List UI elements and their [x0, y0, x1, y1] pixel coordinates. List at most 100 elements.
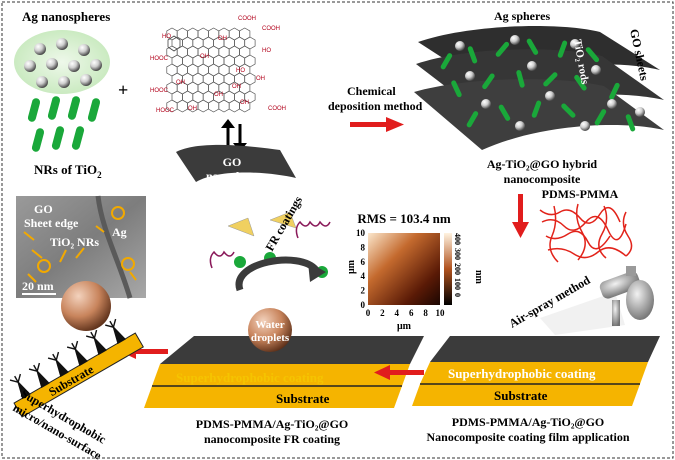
nano-hair [85, 335, 95, 339]
label-go: GO [223, 155, 242, 169]
go-functional-group: OH [218, 36, 227, 42]
go-functional-group: HOOC [150, 88, 169, 94]
afm-y-tick: 0 [361, 300, 366, 310]
go-functional-group: HOOC [150, 56, 169, 62]
hybrid-ag-spheres [455, 35, 645, 131]
nano-hair [36, 362, 41, 372]
nano-hair [93, 329, 98, 339]
go-functional-group: OH [200, 54, 209, 60]
water-droplet-left [61, 281, 111, 331]
tem-label-go: GO [34, 202, 53, 216]
go-functional-group: OH [188, 106, 197, 112]
go-sheet-stack [414, 26, 664, 150]
go-hexagon-lattice [166, 27, 256, 113]
hybrid-rods [440, 38, 636, 132]
go-functional-group: OH [232, 84, 241, 90]
label-chemical: Chemical [347, 84, 396, 98]
afm-y-tick: 4 [361, 271, 366, 281]
afm-colorbar-tick: 300 [453, 248, 462, 260]
go-hexagon [176, 99, 188, 113]
tem-arrows [23, 225, 137, 283]
go-functional-group: OH [176, 80, 185, 86]
afm-y-tick: 10 [356, 228, 366, 238]
afm-height-map [368, 233, 440, 305]
nano-hair [90, 331, 95, 339]
go-functional-group: OH [214, 92, 223, 98]
label-droplets: droplets [251, 332, 290, 344]
nano-hair [109, 320, 115, 328]
nano-hair [33, 364, 38, 372]
nano-hair [55, 351, 60, 361]
water-droplet-mid [248, 308, 292, 352]
afm-colorbar-tick: 400 [453, 233, 462, 245]
mid-substrate-layer [144, 386, 402, 408]
label-pdms-pmma: PDMS-PMMA [542, 187, 619, 201]
right-coating-label: Superhydrophobic coating [448, 366, 596, 381]
label-nanocomposite: nanocomposite [504, 172, 581, 186]
nano-hair [14, 375, 19, 383]
curved-arrow-head [308, 262, 326, 282]
spray-gun-icon [540, 266, 654, 335]
afm-x-tick: 4 [395, 308, 400, 318]
ag-nanosphere-group [24, 38, 102, 88]
tem-label-tio2: TiO₂ NRs [50, 235, 99, 249]
tem-scale-label: 20 nm [22, 279, 54, 293]
nano-hair [52, 353, 57, 361]
nano-hair [74, 340, 79, 350]
afm-x-tick: 8 [423, 308, 428, 318]
go-functional-group: HOOC [156, 108, 175, 114]
go-functional-group: COOH [268, 106, 286, 112]
go-functional-group: COOH [262, 26, 280, 32]
label-deposition-method: deposition method [328, 99, 423, 113]
tem-label-ag: Ag [112, 225, 127, 239]
afm-x-tick: 10 [436, 308, 446, 318]
nano-hair [105, 324, 114, 328]
mid-coating-layer [152, 364, 410, 386]
afm-colorbar-unit: nm [473, 270, 484, 285]
go-nanosheet [176, 144, 296, 182]
mid-substrate-label: Substrate [276, 391, 330, 406]
nano-hair [47, 357, 57, 361]
label-water: Water [255, 319, 284, 331]
label-ag-spheres: Ag spheres [494, 9, 550, 23]
afm-y-tick: 8 [361, 242, 366, 252]
go-hexagon [197, 99, 209, 113]
micro-spike [17, 381, 31, 400]
red-arrow-right [350, 117, 404, 132]
nano-hair [17, 373, 22, 383]
micro-spike [112, 326, 127, 345]
label-nrs-tio2: NRs of TiO2 [34, 162, 102, 180]
go-functional-group: OH [240, 100, 249, 106]
mid-coating-top [160, 336, 424, 364]
afm-x-tick: 6 [409, 308, 414, 318]
mid-caption-2: nanocomposite FR coating [204, 432, 340, 446]
nano-hair [28, 368, 38, 372]
right-substrate-label: Substrate [494, 388, 548, 403]
go-functional-group: HO [262, 48, 271, 54]
plus-sign: + [118, 80, 128, 100]
tem-sheet-edge-line [95, 195, 133, 299]
right-caption-2: Nanocomposite coating film application [427, 430, 630, 444]
right-coating-top [430, 336, 660, 362]
afm-x-tick: 2 [380, 308, 385, 318]
afm-rms-label: RMS = 103.4 nm [357, 211, 451, 226]
right-caption-1: PDMS-PMMA/Ag-TiO₂@GO [452, 415, 605, 429]
tem-label-sheet-edge: Sheet edge [24, 216, 79, 230]
go-functional-group: HO [162, 34, 171, 40]
go-functional-group: COOH [238, 16, 256, 22]
afm-y-tick: 6 [361, 257, 366, 267]
right-substrate-layer [412, 384, 640, 406]
micro-nano-spikes [9, 318, 127, 400]
afm-colorbar-tick: 0 [453, 293, 462, 297]
tem-ag-rings [37, 206, 135, 273]
label-ag-nanospheres: Ag nanospheres [22, 9, 110, 24]
micro-spike [55, 359, 69, 378]
go-hexagon [208, 99, 220, 113]
